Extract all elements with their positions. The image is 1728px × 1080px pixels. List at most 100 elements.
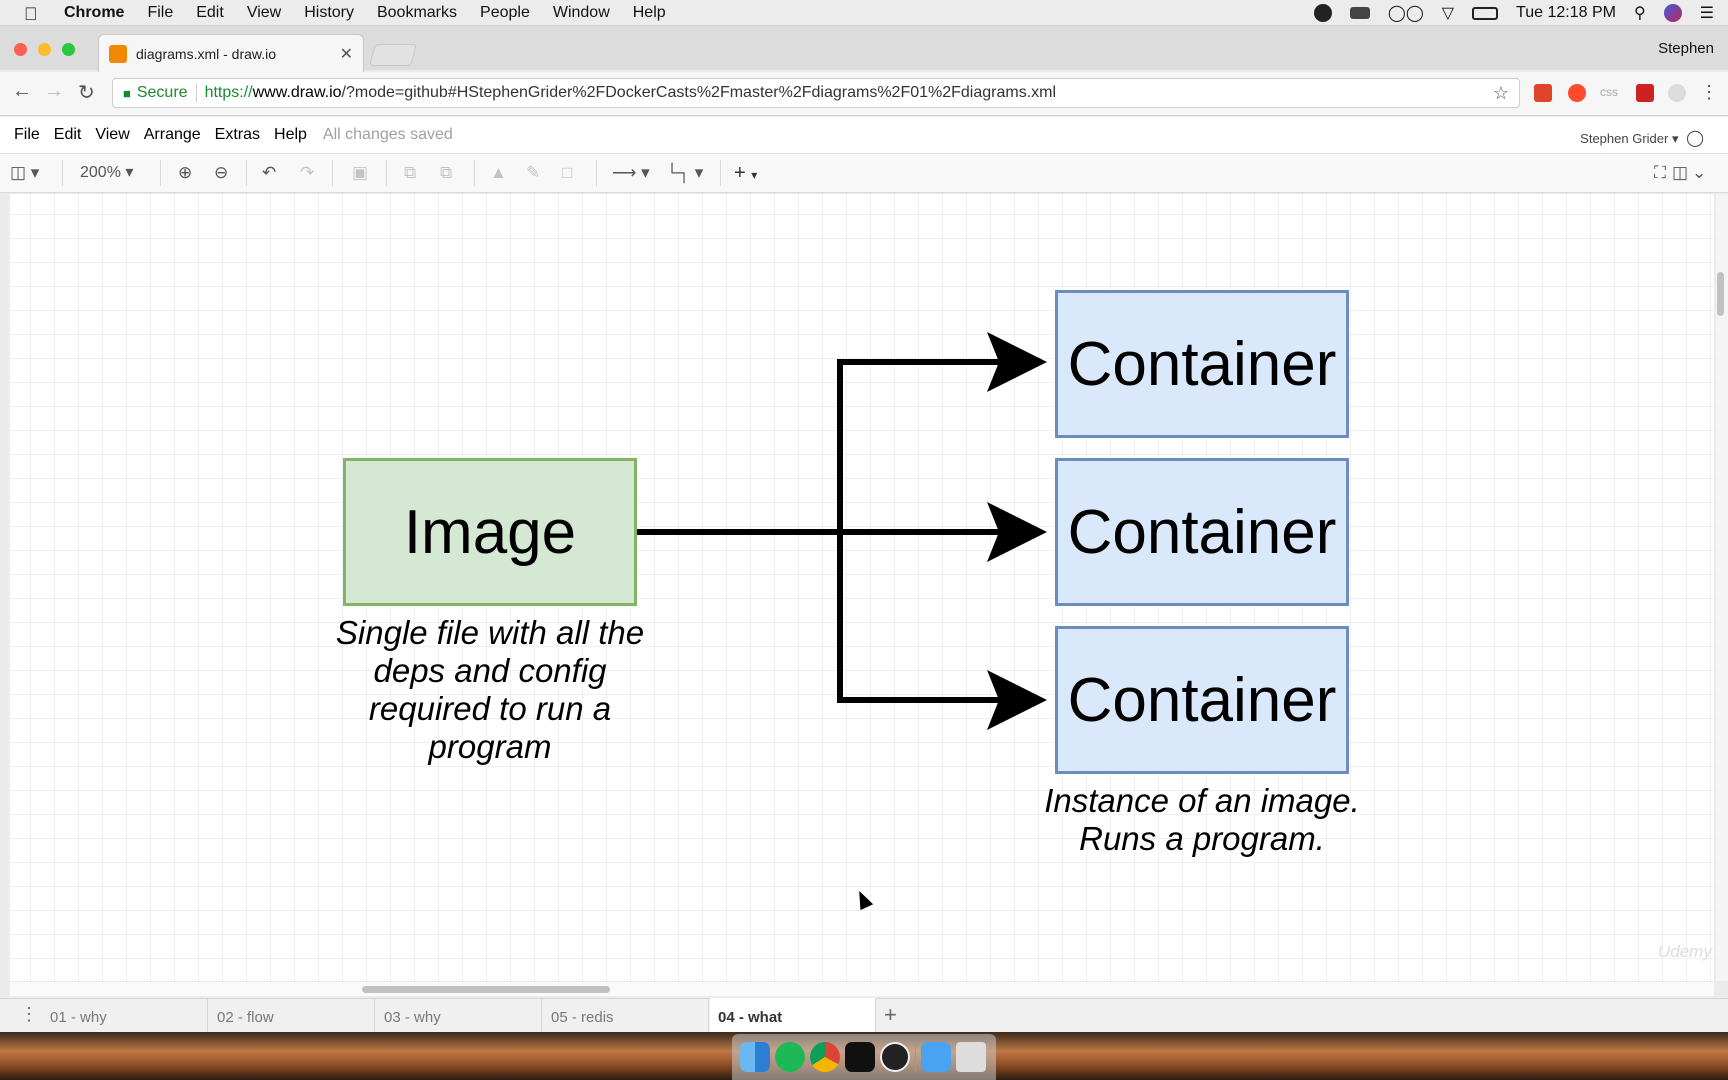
image-shape[interactable]: Image: [343, 458, 637, 606]
arrow-to-container-3[interactable]: [837, 532, 1047, 730]
user-name: Stephen Grider: [1580, 131, 1669, 146]
siri-icon[interactable]: [1663, 4, 1682, 22]
chrome-menu-icon[interactable]: ⋮: [1700, 82, 1718, 102]
menu-people[interactable]: People: [480, 3, 530, 21]
arrow-to-container-1[interactable]: [837, 332, 1047, 532]
menu-bookmarks[interactable]: Bookmarks: [376, 3, 458, 21]
vertical-scrollbar[interactable]: [1716, 194, 1728, 981]
lock-icon: ■: [123, 85, 131, 101]
menu-help[interactable]: Help: [632, 3, 666, 21]
container-shape-3[interactable]: Container: [1055, 626, 1349, 774]
pages-menu-icon[interactable]: ⋮: [20, 1004, 38, 1024]
menu-history[interactable]: History: [304, 3, 354, 21]
to-back-icon[interactable]: ⧉: [440, 163, 453, 182]
extension-css-icon[interactable]: css: [1600, 85, 1618, 99]
page-tab-03-why[interactable]: 03 - why: [376, 998, 542, 1032]
profile-name[interactable]: Stephen: [1658, 40, 1714, 57]
browser-tab[interactable]: diagrams.xml - draw.io ✕: [98, 34, 364, 72]
horizontal-scroll-thumb[interactable]: [362, 986, 610, 993]
fullscreen-icon[interactable]: ⛶: [1654, 163, 1666, 182]
fill-color-icon[interactable]: ▲: [490, 163, 507, 182]
forward-icon[interactable]: →: [44, 80, 64, 102]
app-menu-view[interactable]: View: [95, 126, 130, 143]
format-panel-icon[interactable]: ◫: [1672, 163, 1689, 182]
window-close-button[interactable]: [14, 43, 27, 56]
vertical-scroll-thumb[interactable]: [1717, 272, 1724, 316]
shadow-icon[interactable]: □: [562, 163, 573, 182]
app-menu-arrange[interactable]: Arrange: [143, 126, 201, 143]
secure-label: Secure: [136, 84, 188, 101]
menu-window[interactable]: Window: [552, 3, 610, 21]
window-minimize-button[interactable]: [38, 43, 51, 56]
menu-app-name[interactable]: Chrome: [64, 3, 125, 21]
omnibox-divider: [195, 84, 197, 102]
finder-icon[interactable]: [740, 1042, 770, 1072]
app-menu-file[interactable]: File: [14, 126, 40, 143]
image-caption[interactable]: Single file with all the deps and config…: [310, 614, 670, 766]
undo-icon[interactable]: ↶: [262, 163, 277, 182]
app-menu-help[interactable]: Help: [274, 126, 307, 143]
clock[interactable]: Tue 12:18 PM: [1516, 4, 1616, 21]
page-tab-04-what[interactable]: 04 - what: [710, 998, 876, 1032]
trash-icon[interactable]: [956, 1042, 986, 1072]
spotlight-search-icon[interactable]: ⚲: [1633, 5, 1646, 22]
menu-view[interactable]: View: [246, 3, 282, 21]
back-icon[interactable]: ←: [12, 80, 32, 102]
extension-misc-icon[interactable]: [1668, 84, 1686, 102]
zoom-dropdown[interactable]: 200% ▾: [80, 164, 134, 181]
page-tab-02-flow[interactable]: 02 - flow: [209, 998, 375, 1032]
obs-status-icon[interactable]: [1313, 4, 1332, 22]
extension-lastpass-icon[interactable]: [1534, 84, 1552, 102]
page-tab-01-why[interactable]: 01 - why: [42, 998, 208, 1032]
redo-icon[interactable]: ↷: [300, 163, 315, 182]
window-zoom-button[interactable]: [62, 43, 75, 56]
container-caption-line: Runs a program.: [1079, 820, 1325, 857]
connection-style-icon[interactable]: ⟶ ▾: [612, 163, 650, 182]
globe-icon[interactable]: ◯: [1686, 130, 1704, 147]
battery-icon[interactable]: [1472, 6, 1499, 20]
chrome-icon[interactable]: [810, 1042, 840, 1072]
collapse-toolbar-icon[interactable]: ⌄: [1692, 163, 1707, 182]
menu-edit[interactable]: Edit: [196, 3, 224, 21]
to-front-icon[interactable]: ⧉: [404, 163, 417, 182]
save-status: All changes saved: [322, 126, 453, 143]
image-caption-line: deps and config: [373, 652, 607, 689]
format-panel-toggle-icon[interactable]: ◫ ▾: [10, 163, 40, 182]
address-bar[interactable]: ■ Secure https://www.draw.io/?mode=githu…: [112, 78, 1520, 108]
container-shape-1[interactable]: Container: [1055, 290, 1349, 438]
zoom-out-icon[interactable]: ⊖: [214, 163, 229, 182]
container-caption[interactable]: Instance of an image. Runs a program.: [1012, 782, 1392, 858]
toolbar-divider: [62, 160, 63, 186]
container-shape-label: Container: [1067, 497, 1337, 567]
menu-file[interactable]: File: [147, 3, 174, 21]
apple-icon[interactable]: : [24, 4, 42, 24]
app-menu-edit[interactable]: Edit: [53, 126, 82, 143]
close-tab-icon[interactable]: ✕: [339, 46, 353, 63]
glasses-icon[interactable]: ◯◯: [1387, 5, 1424, 22]
add-page-icon[interactable]: +: [884, 1002, 897, 1027]
terminal-icon[interactable]: [845, 1042, 875, 1072]
diagram-canvas[interactable]: Image Single file with all the deps and …: [10, 194, 1714, 981]
zoom-in-icon[interactable]: ⊕: [178, 163, 193, 182]
page-tab-05-redis[interactable]: 05 - redis: [543, 998, 709, 1032]
app-menu-extras[interactable]: Extras: [214, 126, 261, 143]
user-menu[interactable]: Stephen Grider ▾ ◯: [1580, 130, 1704, 147]
folder-icon[interactable]: [921, 1042, 951, 1072]
waypoints-icon[interactable]: └┐ ▾: [666, 163, 704, 182]
delete-icon[interactable]: ▣: [352, 163, 369, 182]
bookmark-star-icon[interactable]: ☆: [1492, 82, 1509, 103]
line-color-icon[interactable]: ✎: [526, 163, 541, 182]
new-tab-button[interactable]: [369, 44, 417, 66]
horizontal-scrollbar[interactable]: [10, 982, 1714, 996]
insert-icon[interactable]: + ▾: [734, 162, 758, 184]
spotify-icon[interactable]: [775, 1042, 805, 1072]
wifi-icon[interactable]: ▽: [1441, 5, 1455, 22]
container-shape-2[interactable]: Container: [1055, 458, 1349, 606]
extension-opera-icon[interactable]: [1568, 84, 1586, 102]
reload-icon[interactable]: ↻: [78, 82, 95, 104]
image-caption-line: Single file with all the: [335, 614, 645, 651]
docker-status-icon[interactable]: [1349, 7, 1370, 19]
extension-ublock-icon[interactable]: [1636, 84, 1654, 102]
obs-icon[interactable]: [880, 1042, 910, 1072]
notification-center-icon[interactable]: ☰: [1699, 5, 1714, 22]
